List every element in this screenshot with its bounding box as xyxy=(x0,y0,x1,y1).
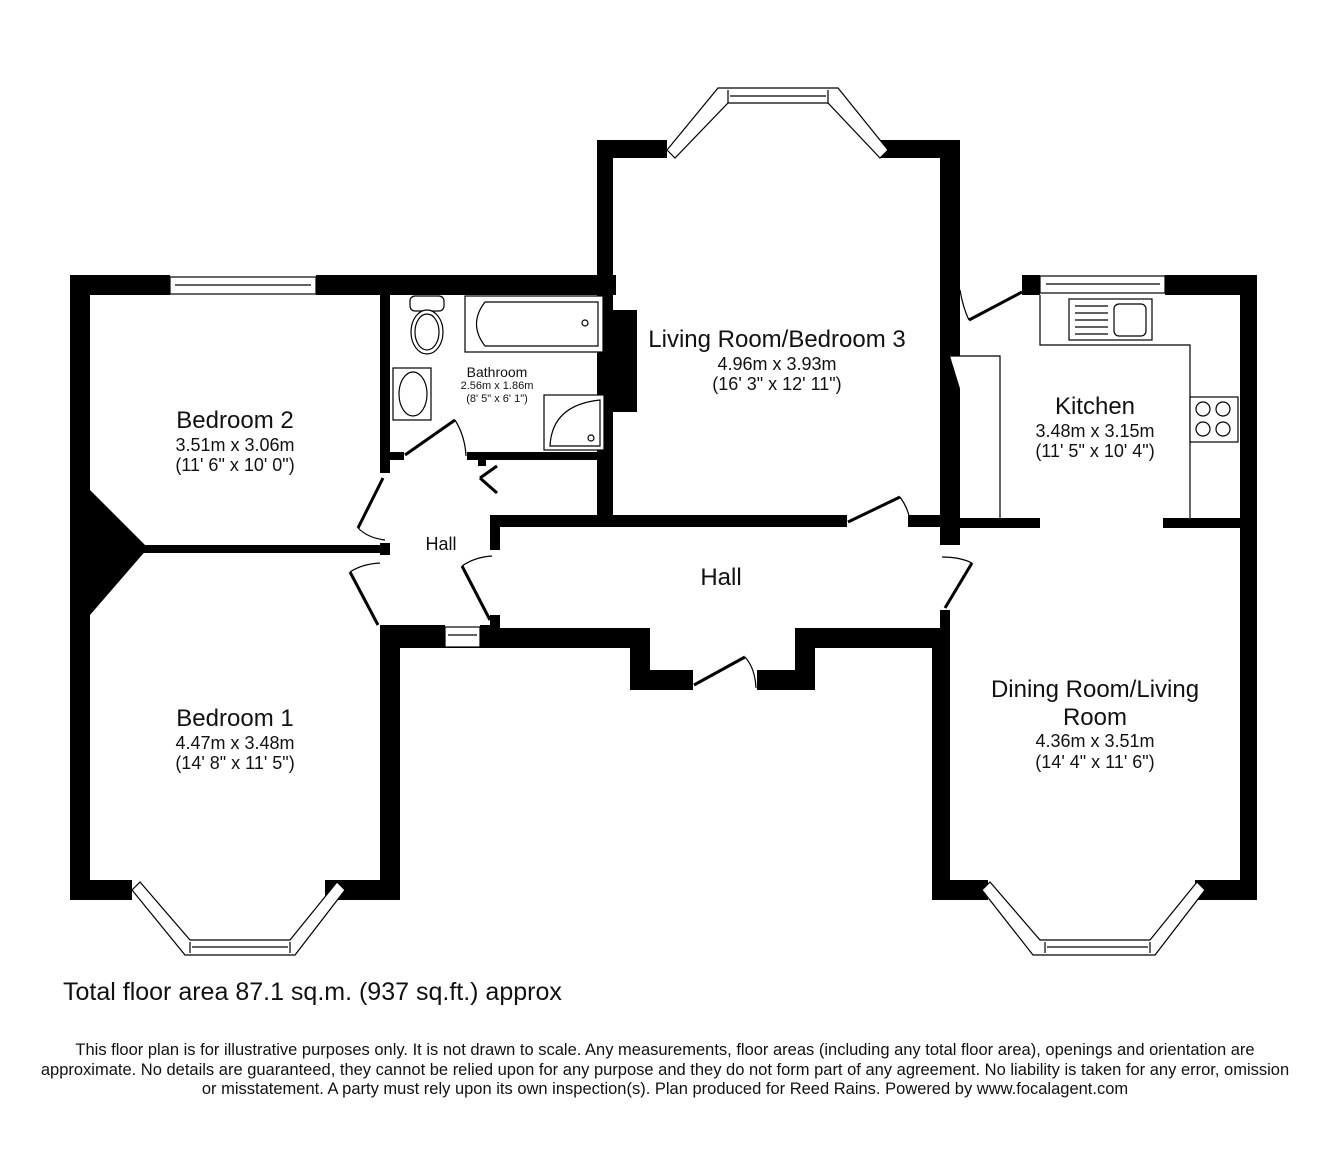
room-label-bedroom-1: Bedroom 1 4.47m x 3.48m (14' 8" x 11' 5"… xyxy=(175,705,294,774)
room-dim-imperial: (14' 4" x 11' 6") xyxy=(1035,751,1155,772)
disclaimer-text: This floor plan is for illustrative purp… xyxy=(40,1041,1290,1098)
doors xyxy=(348,289,1023,689)
room-label-living-room-bedroom-3: Living Room/Bedroom 3 4.96m x 3.93m (16'… xyxy=(648,326,905,395)
room-name: Hall xyxy=(700,564,742,591)
room-dim-metric: 2.56m x 1.86m xyxy=(460,380,534,393)
room-name-line2: Room xyxy=(1062,703,1128,731)
room-name: Hall xyxy=(425,534,457,554)
room-label-bathroom: Bathroom 2.56m x 1.86m (8' 5" x 6' 1") xyxy=(461,364,534,405)
room-name-line1: Dining Room/Living xyxy=(990,676,1200,703)
room-name: Bedroom 2 xyxy=(176,407,294,434)
room-dim-metric: 4.96m x 3.93m xyxy=(717,353,837,374)
room-dim-metric: 3.51m x 3.06m xyxy=(175,434,295,455)
room-dim-imperial: (11' 6" x 10' 0") xyxy=(175,455,295,476)
room-label-bedroom-2: Bedroom 2 3.51m x 3.06m (11' 6" x 10' 0"… xyxy=(175,407,294,476)
room-label-dining-living: Dining Room/Living Room 4.36m x 3.51m (1… xyxy=(991,676,1199,773)
room-dim-metric: 4.36m x 3.51m xyxy=(1035,731,1155,752)
room-dim-imperial: (14' 8" x 11' 5") xyxy=(175,753,295,774)
room-dim-metric: 3.48m x 3.15m xyxy=(1035,420,1155,441)
room-dim-metric: 4.47m x 3.48m xyxy=(175,732,295,753)
room-label-kitchen: Kitchen 3.48m x 3.15m (11' 5" x 10' 4") xyxy=(1035,393,1154,462)
room-name: Bedroom 1 xyxy=(176,705,294,732)
total-floor-area: Total floor area 87.1 sq.m. (937 sq.ft.)… xyxy=(63,978,562,1006)
room-dim-imperial: (11' 5" x 10' 4") xyxy=(1035,441,1155,462)
room-dim-imperial: (8' 5" x 6' 1") xyxy=(466,392,528,405)
windows xyxy=(131,87,1206,956)
room-dim-imperial: (16' 3" x 12' 11") xyxy=(712,374,842,395)
room-label-hall-main: Hall xyxy=(700,564,741,592)
walls xyxy=(70,140,1257,900)
room-name: Bathroom xyxy=(466,364,528,380)
room-label-hall-small: Hall xyxy=(425,534,456,555)
fixtures xyxy=(392,295,1239,520)
room-name: Kitchen xyxy=(1054,393,1136,420)
room-name: Living Room/Bedroom 3 xyxy=(648,326,906,353)
